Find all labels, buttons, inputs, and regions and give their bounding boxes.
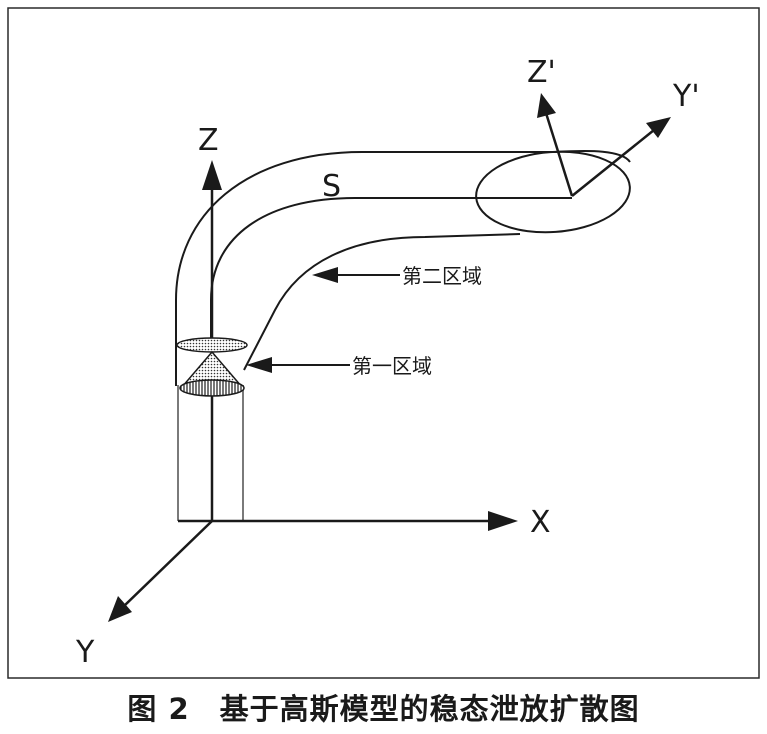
label-y-prime-axis: Y' bbox=[672, 79, 700, 114]
label-region-one: 第一区域 bbox=[352, 354, 432, 378]
label-y-axis: Y bbox=[75, 635, 95, 670]
plume-outer-boundary bbox=[175, 150, 631, 386]
label-z-prime-axis: Z' bbox=[527, 55, 556, 90]
z-axis-arrowhead bbox=[202, 160, 222, 190]
callout-region-one-arrowhead bbox=[246, 357, 272, 373]
callout-region-two: 第二区域 bbox=[312, 264, 482, 288]
label-x-axis: X bbox=[530, 505, 551, 540]
y-axis-arrowhead bbox=[108, 596, 132, 622]
y-axis bbox=[108, 520, 213, 622]
source-lower-ellipse bbox=[179, 379, 245, 397]
callout-region-one: 第一区域 bbox=[246, 354, 432, 378]
label-plume-s: S bbox=[322, 169, 341, 204]
label-region-two: 第二区域 bbox=[402, 264, 482, 288]
plume-inner-boundary bbox=[243, 233, 521, 371]
far-cross-section bbox=[475, 150, 631, 234]
ground-projection bbox=[177, 385, 244, 521]
y-prime-arrowhead bbox=[646, 117, 671, 138]
plume-centerline bbox=[210, 197, 572, 340]
label-z-axis: Z bbox=[198, 123, 219, 158]
source-upper-ellipse bbox=[176, 337, 248, 353]
callout-region-two-arrowhead bbox=[312, 267, 338, 283]
figure-caption: 图 2 基于高斯模型的稳态泄放扩散图 bbox=[127, 692, 640, 726]
source-region bbox=[176, 337, 248, 397]
page-border bbox=[7, 7, 760, 679]
z-prime-arrowhead bbox=[537, 93, 556, 118]
local-axes bbox=[537, 93, 671, 197]
x-axis-arrowhead bbox=[488, 511, 518, 531]
x-axis bbox=[178, 511, 518, 531]
